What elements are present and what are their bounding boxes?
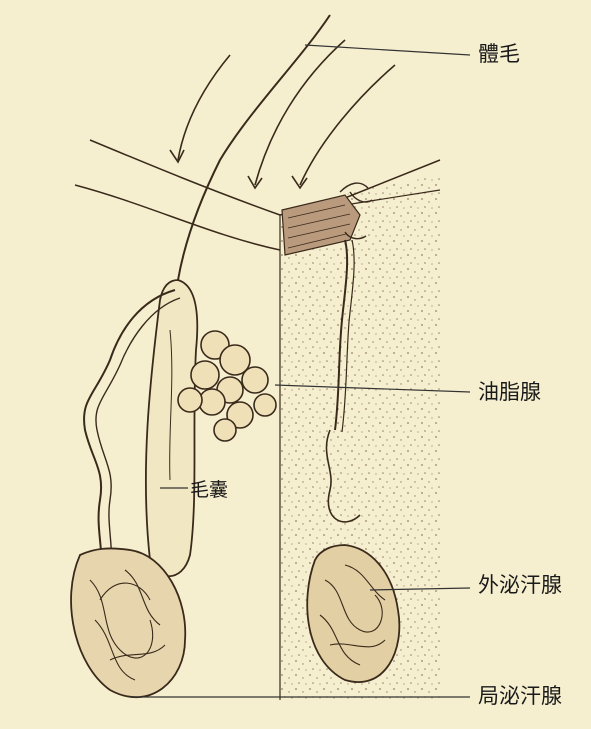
hair-follicle <box>146 280 197 576</box>
label-apocrine-gland: 局泌汗腺 <box>478 686 562 707</box>
label-eccrine-gland: 外泌汗腺 <box>478 575 562 596</box>
side-credit <box>0 560 10 720</box>
label-hair: 體毛 <box>478 44 520 65</box>
skin-surface-line-upper <box>90 140 280 215</box>
skin-surface-line-lower <box>75 185 280 250</box>
label-sebaceous-gland: 油脂腺 <box>478 382 541 403</box>
label-hair-follicle: 毛囊 <box>190 481 228 500</box>
arrows <box>170 40 395 188</box>
